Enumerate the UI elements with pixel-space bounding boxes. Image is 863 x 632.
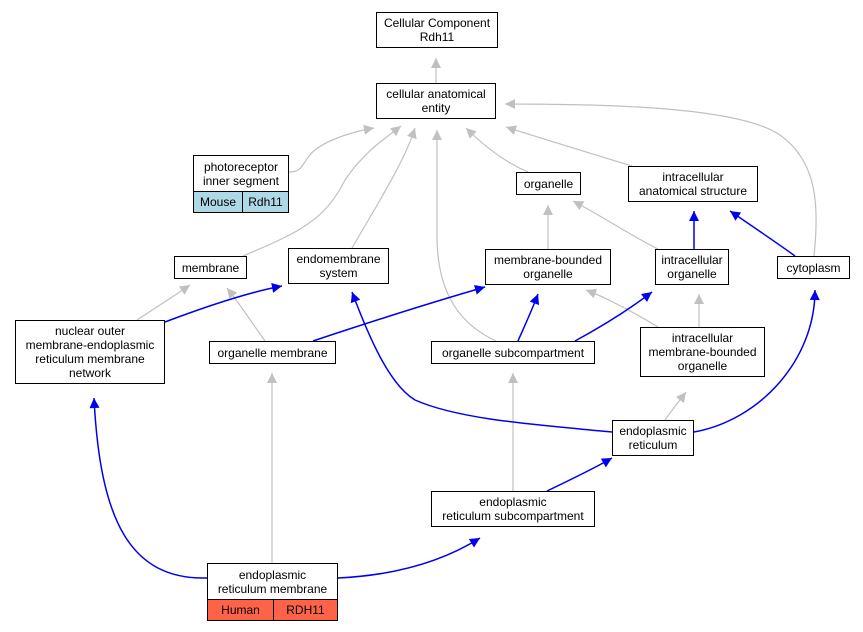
arrowhead [694, 294, 704, 304]
edge-part-of [729, 210, 796, 257]
edge-is-a [465, 127, 529, 173]
arrowhead [641, 292, 652, 303]
edge-part-of [351, 291, 613, 433]
arrowhead [89, 398, 100, 409]
arrowhead [586, 288, 598, 299]
arrowhead [271, 283, 282, 293]
node-endomembrane-system[interactable]: endomembrane system [288, 248, 389, 284]
arrowhead [689, 211, 699, 221]
arrowhead [267, 373, 277, 383]
node-organelle-subcompartment[interactable]: organelle subcompartment [431, 341, 595, 364]
edge-is-a [436, 130, 497, 342]
edge-part-of [693, 289, 816, 433]
arrowhead [529, 294, 540, 306]
edge-part-of [546, 457, 613, 492]
node-intracellular-anatomical-structure[interactable]: intracellular anatomical structure [628, 166, 758, 202]
arrowhead [350, 292, 361, 304]
node-label: photoreceptor inner segment [194, 156, 288, 192]
node-organelle-membrane[interactable]: organelle membrane [209, 341, 336, 364]
gene-cell: RDH11 [273, 600, 337, 620]
edge-is-a [351, 127, 416, 249]
arrowhead [543, 205, 553, 215]
node-cytoplasm[interactable]: cytoplasm [777, 256, 850, 279]
edge-is-a [242, 125, 402, 257]
arrowhead [432, 130, 442, 140]
node-endoplasmic-reticulum-membrane[interactable]: endoplasmic reticulum membrane Human RDH… [207, 563, 338, 621]
species-cell: Human [208, 600, 273, 620]
edge-is-a [505, 126, 633, 167]
node-membrane[interactable]: membrane [174, 256, 247, 279]
node-nuclear-outer-membrane-er-network[interactable]: nuclear outer membrane-endoplasmic retic… [15, 320, 165, 384]
annotation-row: Human RDH11 [208, 600, 337, 620]
edge-part-of [164, 285, 283, 323]
species-cell: Mouse [194, 192, 242, 212]
node-intracellular-membrane-bounded-organelle[interactable]: intracellular membrane-bounded organelle [640, 327, 765, 377]
arrowhead [407, 128, 417, 140]
node-label: endoplasmic reticulum membrane [208, 564, 337, 600]
node-membrane-bounded-organelle[interactable]: membrane-bounded organelle [485, 249, 611, 285]
annotation-row: Mouse Rdh11 [194, 192, 288, 212]
arrowhead [809, 290, 820, 301]
arrowhead [508, 373, 518, 383]
arrowhead [431, 58, 441, 68]
node-organelle[interactable]: organelle [516, 172, 581, 195]
arrowhead [363, 124, 374, 135]
arrowhead [466, 128, 477, 139]
arrowhead [178, 285, 190, 295]
arrowhead [600, 458, 612, 468]
arrowhead [730, 211, 742, 221]
arrowhead [474, 284, 485, 295]
arrowhead [390, 126, 401, 137]
gene-cell: Rdh11 [242, 192, 288, 212]
edge-part-of [312, 286, 486, 342]
edge-is-a [572, 200, 659, 250]
arrowhead [468, 538, 480, 548]
node-intracellular-organelle[interactable]: intracellular organelle [655, 249, 729, 285]
node-cellular-component[interactable]: Cellular Component Rdh11 [376, 12, 498, 48]
node-cellular-anatomical-entity[interactable]: cellular anatomical entity [376, 83, 496, 119]
edge-part-of [337, 537, 481, 579]
node-er-subcompartment[interactable]: endoplasmic reticulum subcompartment [431, 491, 595, 527]
edge-part-of [93, 397, 208, 579]
arrowhead [506, 125, 518, 135]
node-endoplasmic-reticulum[interactable]: endoplasmic reticulum [612, 420, 694, 456]
arrowhead [675, 392, 686, 403]
arrowhead [505, 99, 516, 110]
edge-is-a [504, 103, 817, 257]
arrowhead [227, 288, 238, 299]
edge-is-a [288, 127, 375, 173]
node-photoreceptor-inner-segment[interactable]: photoreceptor inner segment Mouse Rdh11 [193, 155, 289, 213]
arrowhead [573, 201, 585, 211]
